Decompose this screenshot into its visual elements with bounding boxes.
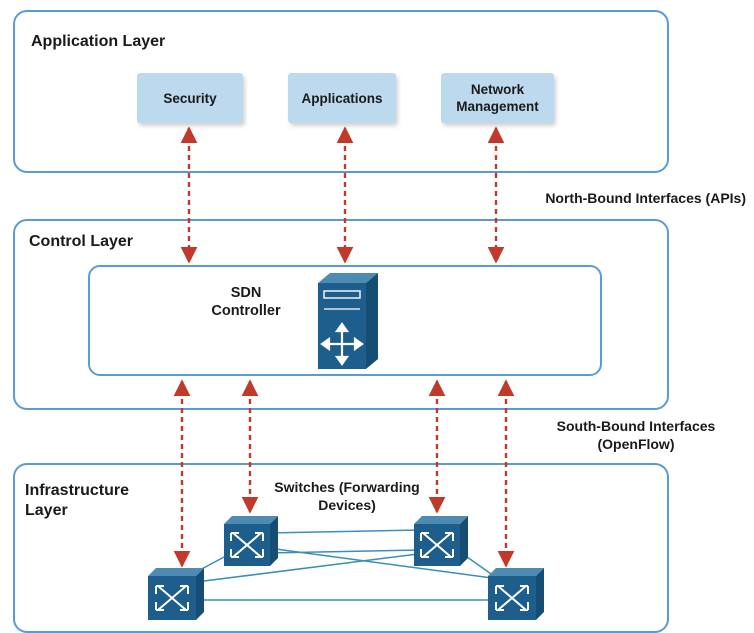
infrastructure-layer-title: Infrastructure Layer bbox=[25, 482, 130, 519]
infrastructure-layer bbox=[13, 463, 669, 633]
application-layer-title: Application Layer bbox=[31, 33, 166, 50]
applications-label: Applications bbox=[301, 90, 383, 106]
switch-icon-1 bbox=[148, 568, 204, 620]
control-layer-title: Control Layer bbox=[29, 233, 134, 250]
switches-label: Switches (Forwarding Devices) bbox=[274, 479, 420, 513]
south-bound-interfaces-label: South-Bound Interfaces (OpenFlow) bbox=[556, 418, 716, 452]
network-management-label: Network Management bbox=[456, 82, 539, 114]
switch-icon-4 bbox=[488, 568, 544, 620]
server-icon bbox=[318, 273, 378, 369]
network-management-app-box: Network Management bbox=[441, 73, 554, 123]
security-label: Security bbox=[163, 90, 217, 106]
sdn-controller-label: SDN Controller bbox=[211, 285, 281, 319]
link-s2-s4 bbox=[267, 547, 493, 579]
link-s2-s3-top bbox=[267, 529, 421, 534]
applications-app-box: Applications bbox=[288, 73, 396, 123]
link-s1-s3 bbox=[195, 553, 419, 583]
security-app-box: Security bbox=[137, 73, 243, 123]
switch-icon-2 bbox=[224, 516, 278, 566]
switch-icon-3 bbox=[414, 516, 468, 566]
link-s2-s3-bottom bbox=[267, 549, 421, 554]
north-bound-interfaces-label: North-Bound Interfaces (APIs) bbox=[545, 190, 746, 206]
